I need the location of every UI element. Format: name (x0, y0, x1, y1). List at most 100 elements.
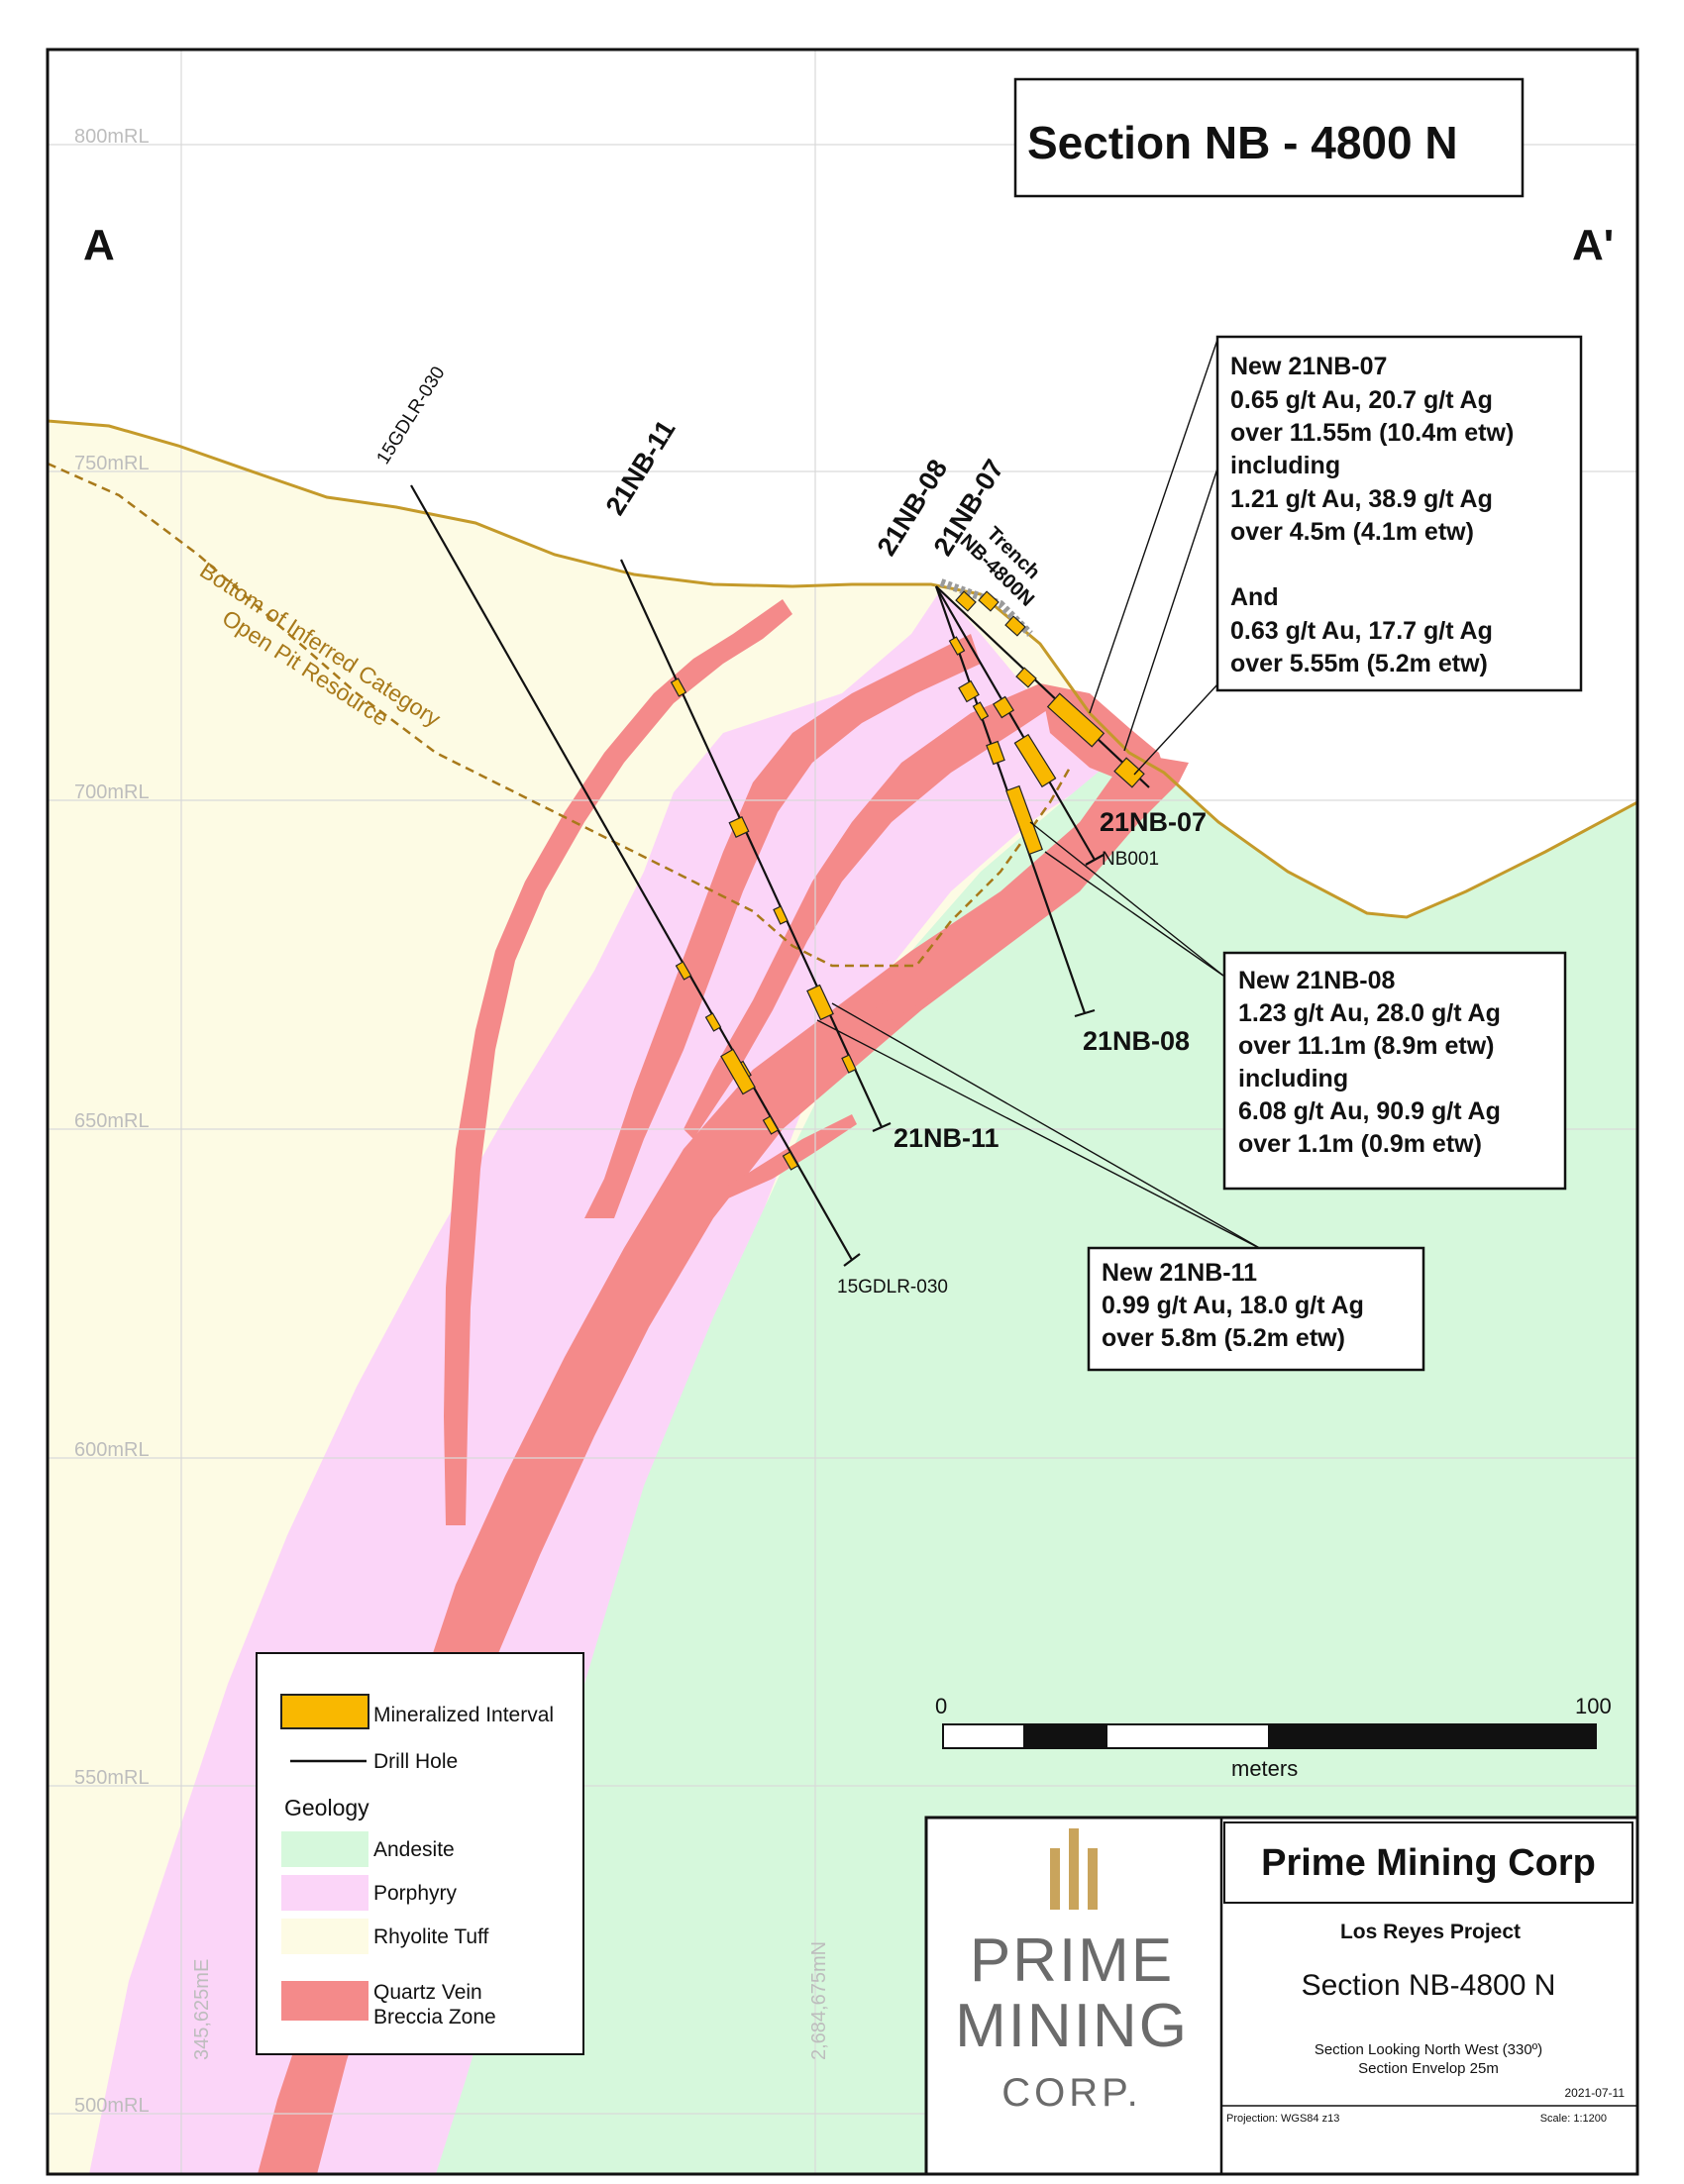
mineralized-interval (773, 905, 789, 925)
legend-swatch-porphyry (281, 1875, 368, 1911)
callout-21nb-11-line: over 5.8m (5.2m etw) (1102, 1324, 1345, 1352)
callout-21nb-07-line: over 4.5m (4.1m etw) (1230, 518, 1474, 546)
section-title: Section NB - 4800 N (1027, 117, 1458, 168)
hole-end-tick (1085, 854, 1105, 866)
topography-line (47, 419, 1638, 919)
elevation-label: 600mRL (74, 1439, 150, 1461)
section-name: Section NB-4800 N (1302, 1969, 1556, 2002)
scale-bar: 0 100 meters (935, 1694, 1612, 1781)
section-envelope: Section Envelop 25m (1358, 2060, 1499, 2077)
project-name: Los Reyes Project (1340, 1921, 1521, 1943)
logo-text-corp: CORP. (1001, 2071, 1142, 2115)
legend-swatch-quartz-vein (281, 1981, 368, 2021)
elevation-label: 750mRL (74, 453, 150, 474)
hole-end-tick (1074, 1008, 1096, 1018)
hole-end-tick (872, 1121, 892, 1133)
mineralized-interval (958, 679, 980, 703)
legend-swatch-andesite (281, 1831, 368, 1867)
logo-text-mining: MINING (955, 1992, 1189, 2060)
upper-breccia-branch (584, 634, 981, 1218)
callout-21nb-11-line: New 21NB-11 (1102, 1259, 1257, 1287)
mineralized-interval (704, 1012, 722, 1032)
logo-mark-bar (1050, 1848, 1060, 1910)
mineralized-interval (955, 590, 977, 612)
callout-21nb-11 (1087, 1246, 1425, 1372)
mineralized-interval (675, 961, 692, 981)
mineralized-interval (728, 815, 750, 839)
mineralized-interval (762, 1115, 780, 1135)
callout-21nb-08-line: over 1.1m (0.9m etw) (1238, 1130, 1482, 1158)
callout-21nb-07-line: 0.65 g/t Au, 20.7 g/t Ag (1230, 386, 1493, 414)
callout-21nb-07-line: 0.63 g/t Au, 17.7 g/t Ag (1230, 617, 1493, 645)
mineralized-interval (992, 695, 1015, 719)
easting-label: 345,625mE (191, 1959, 213, 2060)
callout-21nb-07-line: over 5.55m (5.2m etw) (1230, 650, 1488, 677)
mineralized-intervals (670, 590, 1145, 1171)
pit-bottom-line (47, 462, 1072, 968)
northing-label: 2,684,675mN (808, 1941, 830, 2060)
drill-hole-21nb-11 (620, 559, 883, 1128)
callout-21nb-08 (1222, 951, 1567, 1191)
mineralized-interval (720, 1048, 756, 1095)
elevation-label: 650mRL (74, 1110, 150, 1132)
label-21nb-11-toe: 21NB-11 (894, 1123, 1000, 1153)
scale-bar-segment (1023, 1724, 1107, 1748)
projection-note: Projection: WGS84 z13 (1226, 2113, 1339, 2125)
mineralized-interval (986, 740, 1005, 766)
elevation-labels: 800mRL 750mRL 700mRL 650mRL 600mRL 550mR… (74, 126, 150, 2117)
air-above-surface (48, 50, 1637, 917)
scale-note: Scale: 1:1200 (1540, 2113, 1607, 2125)
middle-breccia-branch (684, 683, 1050, 1139)
callout-21nb-08-line: 6.08 g/t Au, 90.9 g/t Ag (1238, 1097, 1501, 1125)
callout-21nb-08-line: 1.23 g/t Au, 28.0 g/t Ag (1238, 999, 1501, 1027)
legend-label-andesite: Andesite (373, 1838, 455, 1861)
callout-21nb-07-line: including (1230, 452, 1340, 479)
elevation-label: 800mRL (74, 126, 150, 148)
label-nb001: NB001 (1102, 849, 1159, 870)
company-name-box (1223, 1821, 1633, 1904)
company-name: Prime Mining Corp (1261, 1842, 1596, 1884)
callout-21nb-11-line: 0.99 g/t Au, 18.0 g/t Ag (1102, 1292, 1364, 1319)
scale-bar-unit: meters (1231, 1756, 1298, 1781)
callout-21nb-07-line: 1.21 g/t Au, 38.9 g/t Ag (1230, 485, 1493, 513)
callout-leaders (816, 336, 1264, 1251)
logo-text-prime: PRIME (970, 1926, 1174, 1995)
label-21nb-07-toe: 21NB-07 (1100, 807, 1207, 837)
elevation-label: 550mRL (74, 1767, 150, 1789)
section-end-a: A (83, 221, 115, 269)
mineralized-interval (972, 701, 990, 721)
scale-bar-segment (1268, 1724, 1596, 1748)
hole-end-tick (843, 1253, 861, 1267)
section-end-a-prime: A' (1572, 221, 1614, 269)
title-block: PRIME MINING CORP. Prime Mining Corp Los… (924, 1816, 1639, 2176)
mineralized-interval (948, 636, 966, 656)
title-box (1013, 77, 1525, 198)
legend-label-mineralized: Mineralized Interval (373, 1704, 554, 1726)
logo-mark-bar (1069, 1828, 1079, 1910)
legend-label-quartz-vein-1: Quartz Vein (373, 1981, 482, 2004)
legend-swatch-rhyolite (281, 1919, 368, 1954)
drawing-date: 2021-07-11 (1565, 2086, 1626, 2100)
mineralized-interval (978, 590, 1000, 612)
callout-21nb-07-line: And (1230, 583, 1279, 611)
mineralized-interval (1046, 692, 1105, 748)
label-21nb-08-toe: 21NB-08 (1083, 1026, 1190, 1056)
map-frame (46, 48, 1639, 2176)
callout-21nb-07-line: New 21NB-07 (1230, 353, 1387, 380)
elevation-label: 500mRL (74, 2095, 150, 2117)
mineralized-interval (1004, 615, 1026, 637)
legend: Mineralized Interval Drill Hole Geology … (256, 1652, 584, 2055)
mineralized-interval (1005, 784, 1043, 856)
mineralized-interval (1013, 733, 1057, 788)
logo-mark-bar (1088, 1848, 1098, 1910)
drill-hole-nb001 (935, 585, 1096, 861)
legend-label-rhyolite: Rhyolite Tuff (373, 1925, 489, 1948)
scale-bar-start: 0 (935, 1694, 947, 1718)
legend-label-quartz-vein-2: Breccia Zone (373, 2006, 496, 2028)
callout-21nb-08-line: New 21NB-08 (1238, 967, 1395, 994)
mineralized-interval (670, 677, 687, 697)
mineralized-interval (782, 1151, 799, 1171)
scale-bar-end: 100 (1575, 1694, 1612, 1718)
